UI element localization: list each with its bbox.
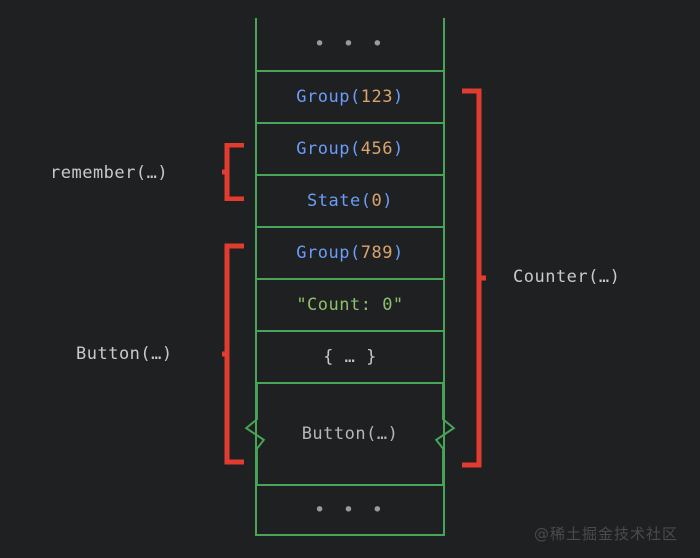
bracket-counter [462,88,486,468]
slot-button-elided: Button(…) [244,382,456,484]
slot-identifier: Group [296,139,350,159]
bracket-remember-label: remember(…) [50,163,169,183]
slot-identifier: Group [296,87,350,107]
slot-state-0: State(0) [255,174,445,226]
bracket-counter-label: Counter(…) [513,267,621,287]
zigzag-break-right-icon [434,384,456,484]
slot-paren-open: ( [349,139,361,159]
slot-number: 0 [371,191,383,211]
slot-button-label: Button(…) [301,424,399,444]
slot-table: • • • Group(123) Group(456) State(0) Gro… [244,18,456,536]
slot-paren-open: ( [349,87,361,107]
slot-number: 123 [360,87,393,107]
slot-paren-close: ) [392,243,404,263]
slot-lambda: { … } [255,330,445,382]
slot-paren-open: ( [349,243,361,263]
slot-string-literal: "Count: 0" [296,295,404,315]
bracket-button-label: Button(…) [76,344,173,364]
slot-ellipsis-top: • • • [255,18,445,70]
slot-paren-close: ) [392,139,404,159]
slot-number: 456 [360,139,393,159]
slot-group-789: Group(789) [255,226,445,278]
slot-string-count: "Count: 0" [255,278,445,330]
zigzag-break-left-icon [244,384,266,484]
slot-identifier: State [307,191,361,211]
ellipsis-glyph: • • • [313,499,387,521]
slot-paren-close: ) [392,87,404,107]
watermark: @稀土掘金技术社区 [533,525,678,543]
bracket-button [222,243,244,465]
slot-group-123: Group(123) [255,70,445,122]
slot-lambda-glyph: { … } [323,347,377,367]
slot-paren-close: ) [382,191,393,211]
bracket-remember [222,143,244,201]
slot-ellipsis-bottom: • • • [255,484,445,536]
slot-group-456: Group(456) [255,122,445,174]
slot-identifier: Group [296,243,350,263]
slot-paren-open: ( [360,191,372,211]
ellipsis-glyph: • • • [313,33,387,55]
slot-number: 789 [360,243,393,263]
